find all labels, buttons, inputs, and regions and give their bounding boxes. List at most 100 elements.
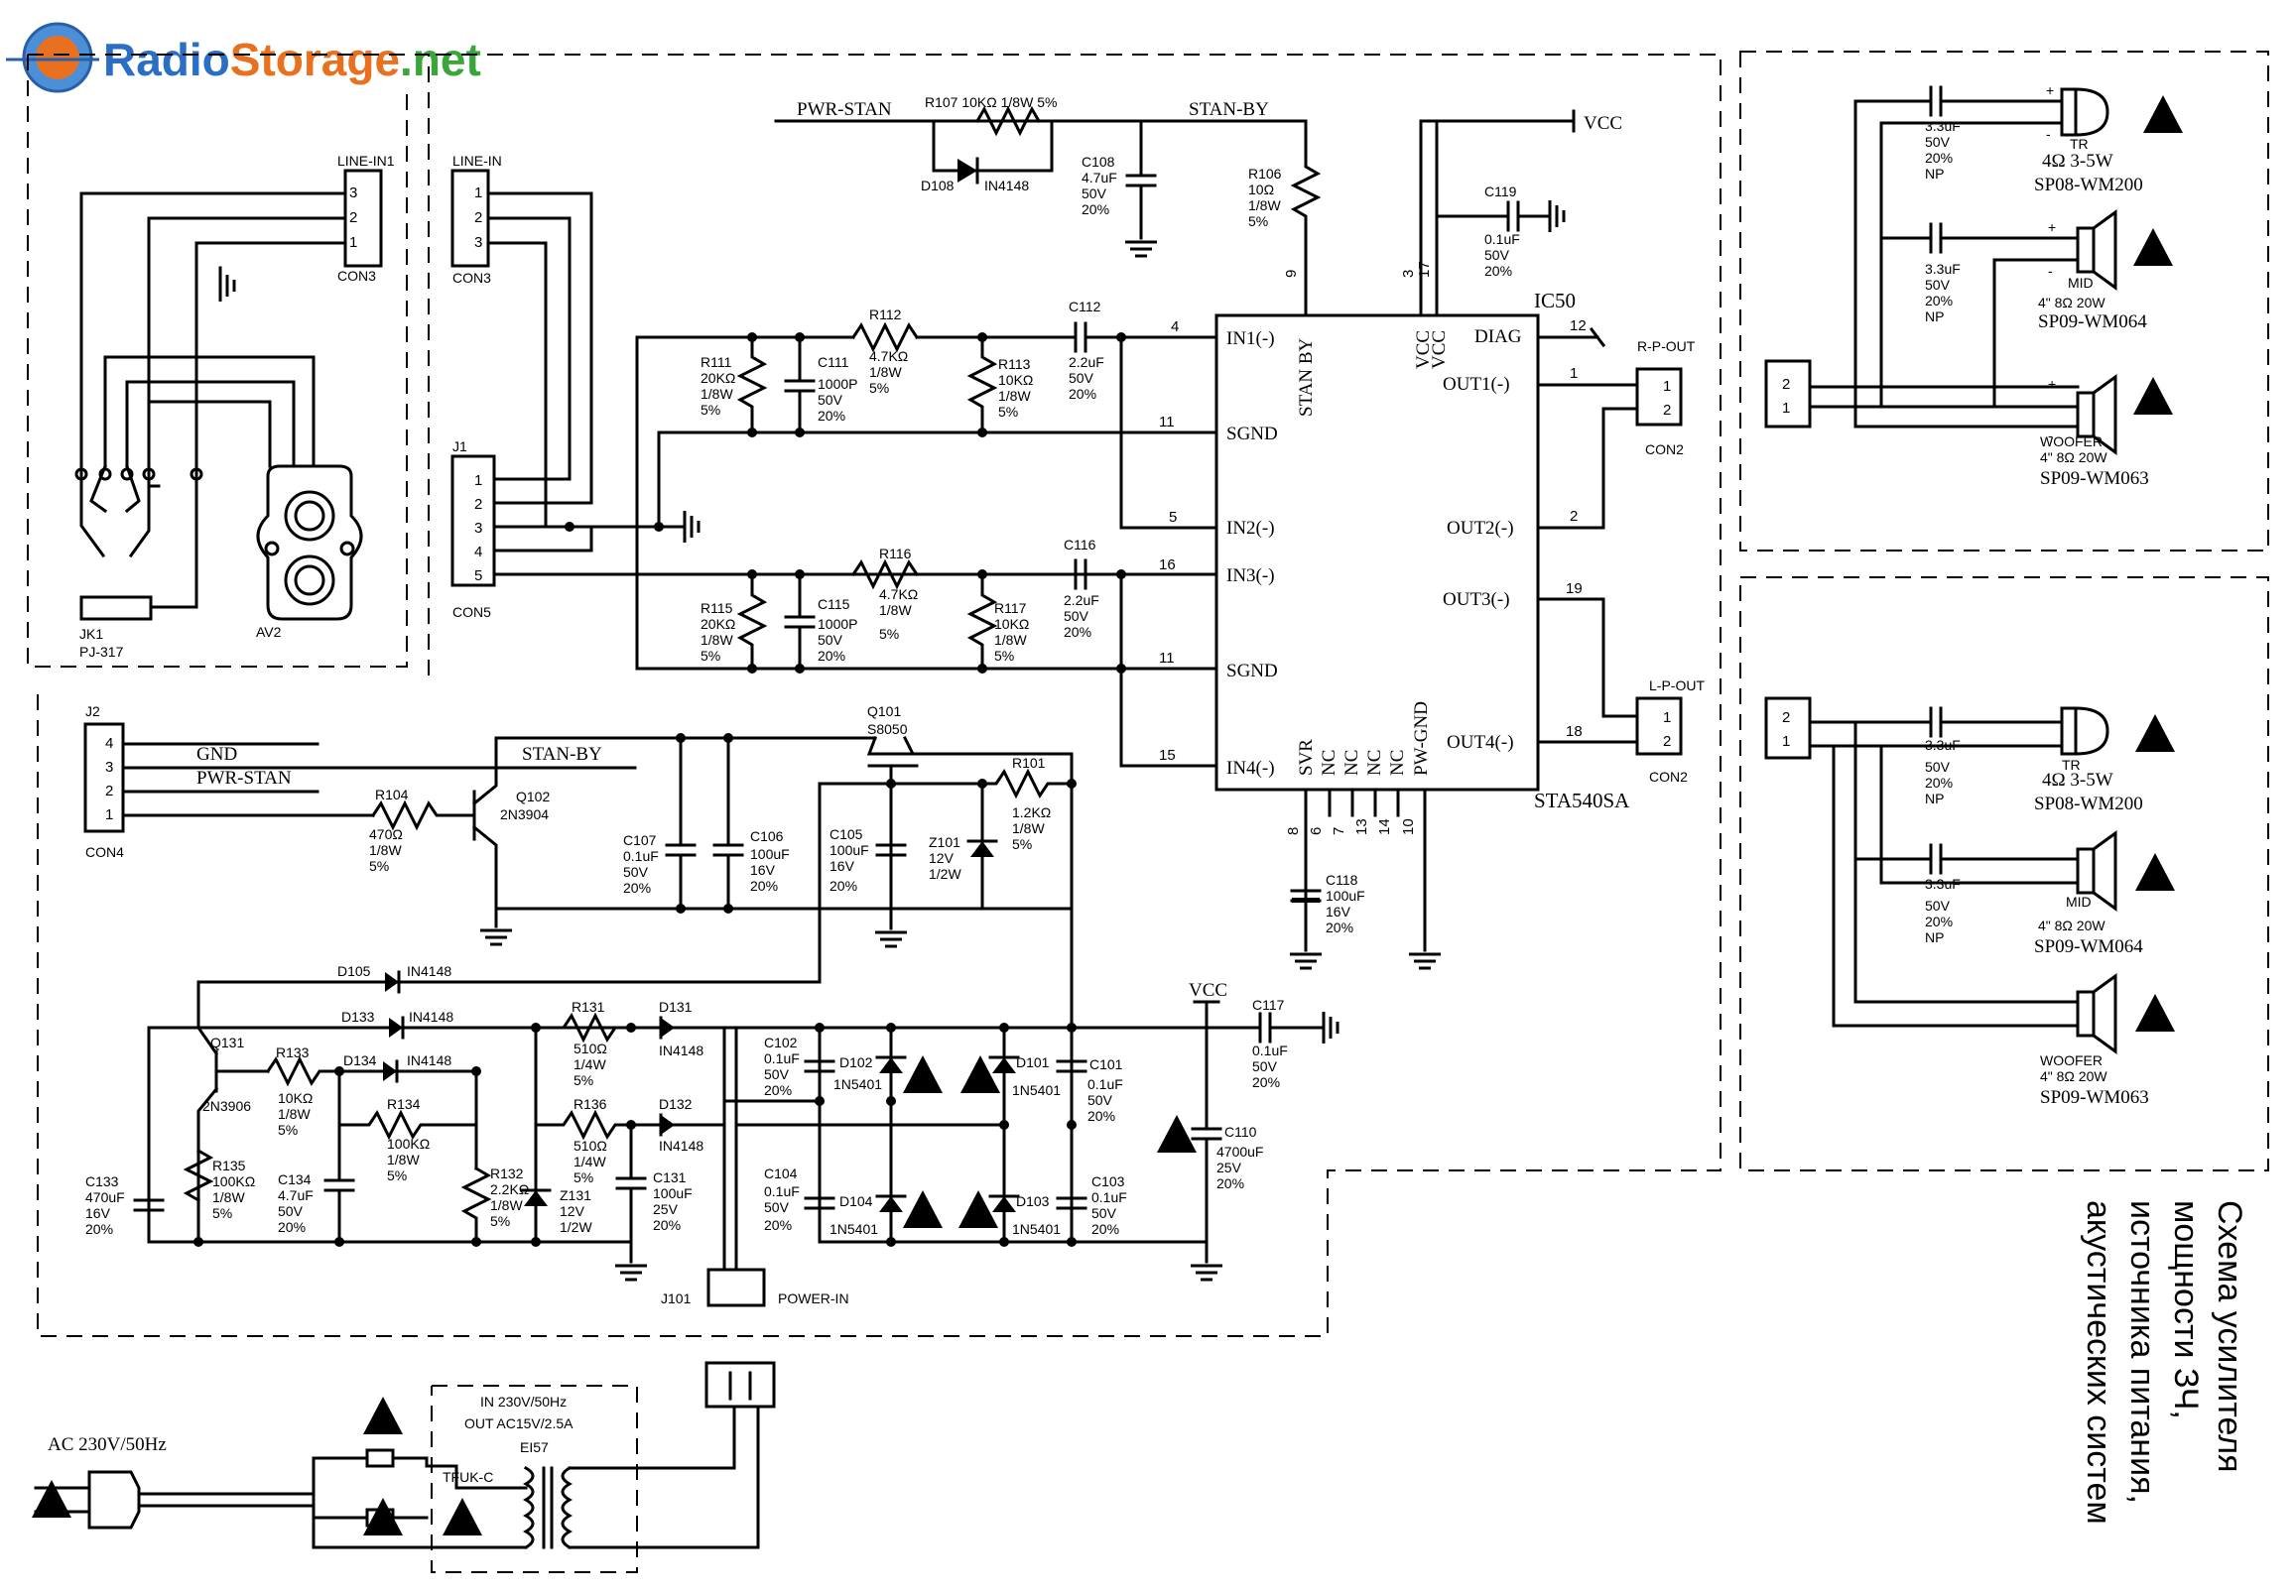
svg-text:IN1(-): IN1(-) (1226, 328, 1275, 349)
svg-text:18: 18 (1566, 723, 1583, 740)
svg-text:0.1uF: 0.1uF (764, 1050, 800, 1066)
svg-text:C105: C105 (829, 826, 863, 842)
j1-ref: CON5 (452, 604, 491, 620)
svg-text:100uF: 100uF (653, 1185, 693, 1201)
logo-storage: Storage (230, 34, 400, 85)
svg-text:R117: R117 (994, 600, 1027, 616)
svg-text:R133: R133 (276, 1044, 310, 1060)
svg-text:5%: 5% (490, 1213, 510, 1229)
svg-text:+: + (2048, 376, 2056, 392)
power-supply: D105 IN4148 D133 IN4148 Q131 2N3906 R133… (85, 963, 1339, 1307)
svg-text:1: 1 (1663, 709, 1671, 726)
svg-text:D104: D104 (839, 1193, 873, 1209)
title-line-2: мощности ЗЧ, (2167, 1200, 2205, 1419)
svg-text:IN4148: IN4148 (407, 963, 451, 979)
svg-text:19: 19 (1566, 580, 1583, 597)
svg-text:J101: J101 (661, 1290, 692, 1306)
svg-text:1: 1 (1663, 378, 1671, 395)
svg-text:5%: 5% (879, 626, 899, 642)
svg-text:NC: NC (1387, 750, 1408, 776)
svg-text:SP09-WM063: SP09-WM063 (2040, 1087, 2149, 1108)
svg-text:C118: C118 (1326, 872, 1358, 888)
svg-text:50V: 50V (1925, 759, 1951, 775)
svg-text:15: 15 (1159, 747, 1176, 764)
svg-text:C112: C112 (1069, 299, 1101, 314)
svg-text:12V: 12V (560, 1203, 585, 1219)
j1-connector (450, 454, 496, 587)
side-title: Схема усилителя мощности ЗЧ, источника п… (2080, 1200, 2248, 1525)
svg-text:16V: 16V (1326, 904, 1351, 920)
svg-text:Z131: Z131 (560, 1187, 591, 1203)
vcc-label: VCC (1584, 113, 1622, 134)
input-jacks: LINE-IN1 3 2 1 CON3 LINE-IN 1 2 3 CON3 (74, 153, 1218, 660)
svg-text:100uF: 100uF (829, 842, 869, 858)
svg-text:D105: D105 (337, 963, 371, 979)
svg-text:C133: C133 (85, 1173, 119, 1189)
svg-text:C104: C104 (764, 1166, 798, 1181)
svg-text:50V: 50V (1925, 134, 1951, 150)
svg-text:1/8W: 1/8W (369, 842, 402, 858)
svg-text:D103: D103 (1016, 1193, 1050, 1209)
svg-text:SVR: SVR (1296, 739, 1317, 776)
svg-text:STAN-BY: STAN-BY (522, 744, 602, 765)
mains-transformer: IN 230V/50Hz OUT AC15V/2.5A EI57 TFUK-C … (32, 1361, 776, 1550)
svg-text:4.7uF: 4.7uF (278, 1187, 314, 1203)
svg-text:20%: 20% (1082, 201, 1109, 217)
svg-text:1N5401: 1N5401 (1012, 1221, 1061, 1237)
line-in1-name: LINE-IN1 (337, 153, 395, 169)
svg-text:1: 1 (349, 234, 357, 251)
svg-text:NP: NP (1925, 166, 1944, 182)
svg-text:10: 10 (1400, 818, 1417, 835)
svg-text:470uF: 470uF (85, 1189, 125, 1205)
svg-text:2: 2 (474, 209, 482, 226)
svg-text:DIAG: DIAG (1474, 326, 1522, 347)
svg-text:20%: 20% (750, 878, 778, 894)
svg-text:50V: 50V (1252, 1058, 1278, 1074)
svg-text:20%: 20% (623, 880, 651, 896)
svg-text:R136: R136 (574, 1096, 607, 1112)
svg-text:5%: 5% (994, 648, 1014, 664)
svg-text:L-P-OUT: L-P-OUT (1649, 677, 1705, 693)
svg-text:PW-GND: PW-GND (1411, 701, 1432, 776)
title-line-4: акустических систем (2080, 1200, 2117, 1525)
svg-text:IN3(-): IN3(-) (1226, 565, 1275, 586)
svg-text:20%: 20% (1484, 263, 1512, 279)
svg-text:17: 17 (1416, 261, 1433, 278)
svg-text:Q101: Q101 (867, 703, 901, 719)
svg-text:50V: 50V (1064, 608, 1089, 624)
svg-text:50V: 50V (278, 1203, 304, 1219)
svg-text:CON2: CON2 (1649, 769, 1688, 785)
block-outlines (27, 51, 2269, 1573)
svg-text:10KΩ: 10KΩ (278, 1090, 313, 1106)
svg-text:9: 9 (1283, 270, 1300, 278)
svg-text:20%: 20% (1064, 624, 1091, 640)
svg-text:3: 3 (1400, 270, 1417, 278)
svg-text:6: 6 (1308, 827, 1325, 835)
svg-text:2N3904: 2N3904 (500, 806, 549, 822)
svg-text:-: - (2048, 263, 2053, 279)
svg-text:1/2W: 1/2W (560, 1219, 592, 1235)
svg-text:0.1uF: 0.1uF (1087, 1076, 1123, 1092)
svg-text:16: 16 (1159, 556, 1176, 573)
svg-text:C131: C131 (653, 1169, 687, 1185)
svg-text:16V: 16V (829, 858, 855, 874)
svg-text:4700uF: 4700uF (1216, 1144, 1263, 1160)
svg-text:4" 8Ω 20W: 4" 8Ω 20W (2040, 1068, 2107, 1084)
svg-text:IN4148: IN4148 (659, 1043, 703, 1058)
svg-text:3: 3 (349, 184, 357, 201)
svg-text:3: 3 (474, 520, 482, 537)
svg-text:IN4148: IN4148 (984, 178, 1029, 193)
svg-text:4.7KΩ: 4.7KΩ (869, 348, 908, 364)
svg-text:0.1uF: 0.1uF (764, 1183, 800, 1199)
svg-text:NP: NP (1925, 308, 1944, 324)
svg-text:4Ω 3-5W: 4Ω 3-5W (2042, 770, 2113, 791)
svg-text:0.1uF: 0.1uF (1252, 1043, 1288, 1058)
svg-text:TR: TR (2070, 136, 2089, 152)
svg-text:8: 8 (1285, 827, 1302, 835)
svg-text:50V: 50V (1087, 1092, 1113, 1108)
svg-text:IN4148: IN4148 (409, 1009, 453, 1025)
svg-text:2N3906: 2N3906 (202, 1098, 251, 1114)
svg-text:Z101: Z101 (929, 834, 960, 850)
svg-text:C108: C108 (1082, 154, 1115, 170)
